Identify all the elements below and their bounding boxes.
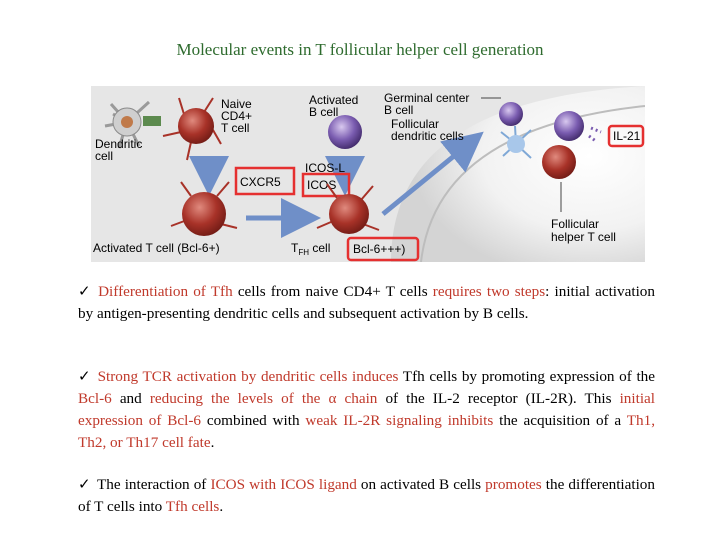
activated-t-cell-icon (170, 181, 238, 236)
germinal-center-label: Germinal center (384, 91, 469, 105)
paragraph-differentiation: ✓Differentiation of Tfh cells from naive… (78, 283, 655, 322)
check-icon: ✓ (78, 283, 93, 300)
naive-label-3: T cell (221, 121, 249, 135)
tfh-cell-icon (316, 183, 380, 234)
fdc-label-1: Follicular (391, 117, 439, 131)
slide-title: Molecular events in T follicular helper … (176, 40, 544, 59)
il21-dots (588, 126, 602, 144)
dendritic-label-1: Dendritic (95, 137, 142, 151)
icos-highlight-box (301, 172, 351, 198)
fh-t-label-2: helper T cell (551, 230, 616, 244)
check-icon: ✓ (78, 368, 92, 385)
activated-b-label-2: B cell (309, 105, 338, 119)
dendritic-label-2: cell (95, 149, 113, 163)
gc-b-cell-label: B cell (384, 103, 413, 117)
paragraph-tcr-activation: ✓Strong TCR activation by dendritic cell… (78, 368, 655, 451)
gc-b-cell-icon-2 (554, 111, 584, 141)
paragraph-icos-interaction: ✓The interaction of ICOS with ICOS ligan… (78, 476, 655, 515)
tcr-complex (143, 116, 161, 126)
icosl-label: ICOS-L (305, 161, 345, 175)
tfh-label: TFH cell (291, 241, 330, 257)
follicular-helper-t-icon (542, 145, 576, 179)
bcl6-label: Bcl-6+++) (353, 242, 405, 256)
cxcr5-label: CXCR5 (240, 175, 281, 189)
tfh-generation-figure: Naive CD4+ T cell Dendritic cell Activat… (91, 86, 645, 262)
fdc-icon (500, 125, 532, 159)
dendritic-cell-icon (104, 100, 151, 149)
naive-label-1: Naive (221, 97, 252, 111)
fdc-label-2: dendritic cells (391, 129, 464, 143)
naive-label-2: CD4+ (221, 109, 252, 123)
arrow-to-gc (381, 131, 484, 216)
activated-b-label-1: Activated (309, 93, 358, 107)
fh-t-label-1: Follicular (551, 217, 599, 231)
naive-t-cell-icon (162, 97, 222, 161)
cxcr5-highlight-box (234, 166, 296, 196)
activated-b-cell-icon (328, 115, 362, 149)
il21-highlight-box (607, 124, 645, 148)
bcl6-highlight-box (346, 236, 420, 262)
check-icon: ✓ (78, 476, 92, 493)
il21-label: IL-21 (613, 129, 641, 143)
gc-b-cell-icon (499, 102, 523, 126)
activated-t-label: Activated T cell (Bcl-6+) (93, 241, 220, 255)
